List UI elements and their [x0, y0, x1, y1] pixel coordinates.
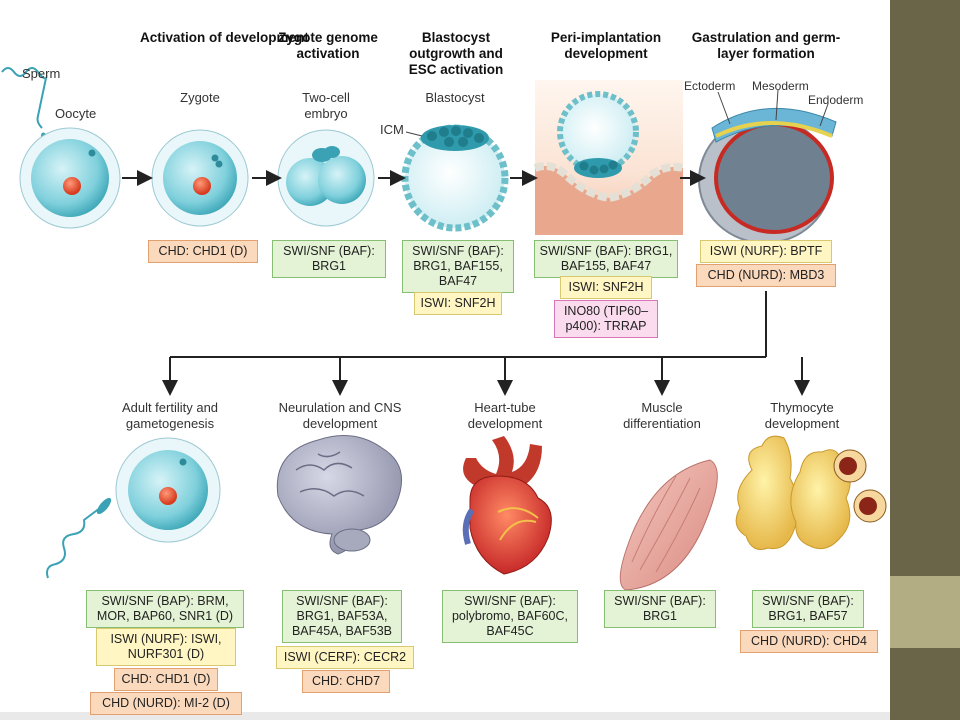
slide-bottom-strip: [0, 712, 890, 720]
branch-title-thymocyte: Thymocyte development: [764, 400, 840, 431]
box-thymocyte-swi: SWI/SNF (BAF): BRG1, BAF57: [752, 590, 864, 628]
box-muscle-swi: SWI/SNF (BAF): BRG1: [604, 590, 716, 628]
box-zygote-chd: CHD: CHD1 (D): [148, 240, 258, 263]
box-peri-swi: SWI/SNF (BAF): BRG1, BAF155, BAF47: [534, 240, 678, 278]
zygote-label: Zygote: [180, 90, 220, 105]
stage-title-zga: Zygote genome activation: [278, 30, 378, 61]
box-neurulation-chd: CHD: CHD7: [302, 670, 390, 693]
branch-title-neurulation: Neurulation and CNS development: [278, 400, 402, 431]
sperm-label: Sperm: [22, 66, 61, 81]
box-blastocyst-iswi: ISWI: SNF2H: [414, 292, 502, 315]
diagram-drawing: [1, 67, 887, 591]
box-two-cell-swi: SWI/SNF (BAF): BRG1: [272, 240, 386, 278]
brain-icon: [276, 435, 403, 555]
box-blastocyst-swi: SWI/SNF (BAF): BRG1, BAF155, BAF47: [402, 240, 514, 293]
branch-title-muscle: Muscle differentiation: [623, 400, 701, 431]
box-fertility-iswi: ISWI (NURF): ISWI, NURF301 (D): [96, 628, 236, 666]
box-gastrulation-chd: CHD (NURD): MBD3: [696, 264, 836, 287]
diagram-canvas: Activation of development Zygote genome …: [1, 30, 887, 715]
blastocyst-label: Blastocyst: [425, 90, 485, 105]
box-fertility-nurd: CHD (NURD): MI-2 (D): [90, 692, 242, 715]
zygote-icon: [151, 129, 249, 227]
endoderm-label: Endoderm: [808, 93, 864, 107]
icm-label: ICM: [380, 122, 404, 137]
gastrulation-embryo-icon: [698, 89, 837, 244]
mesoderm-label: Mesoderm: [752, 79, 809, 93]
muscle-icon: [619, 459, 718, 591]
box-gastrulation-iswi: ISWI (NURF): BPTF: [700, 240, 832, 263]
box-peri-iswi: ISWI: SNF2H: [560, 276, 652, 299]
stage-title-blastocyst: Blastocyst outgrowth and ESC activation: [408, 30, 504, 77]
blastocyst-icon: [401, 124, 509, 232]
two-cell-embryo-icon: [277, 129, 375, 227]
branch-title-fertility: Adult fertility and gametogenesis: [121, 400, 219, 431]
box-heart-swi: SWI/SNF (BAF): polybromo, BAF60C, BAF45C: [442, 590, 578, 643]
stage-title-activation: Activation of development: [140, 30, 309, 45]
box-fertility-swi: SWI/SNF (BAP): BRM, MOR, BAP60, SNR1 (D): [86, 590, 244, 628]
oocyte-label: Oocyte: [55, 106, 97, 121]
box-fertility-chd: CHD: CHD1 (D): [114, 668, 218, 691]
box-thymocyte-chd: CHD (NURD): CHD4: [740, 630, 878, 653]
thymus-icon: [735, 435, 887, 550]
stage-title-peri: Peri-implantation development: [550, 30, 662, 61]
branch-title-heart: Heart-tube development: [467, 400, 543, 431]
stage-title-gastrulation: Gastrulation and germ-layer formation: [691, 30, 841, 61]
branch-connectors: [162, 291, 810, 396]
peri-implantation-icon: [533, 80, 684, 235]
two-cell-label: Two-cell embryo: [302, 90, 350, 121]
box-peri-ino80: INO80 (TIP60–p400): TRRAP: [554, 300, 658, 338]
adult-oocyte-icon: [46, 437, 221, 579]
slide-sidebar-accent: [890, 576, 960, 648]
oocyte-icon: [19, 127, 121, 229]
heart-icon: [462, 436, 552, 575]
box-neurulation-swi: SWI/SNF (BAF): BRG1, BAF53A, BAF45A, BAF…: [282, 590, 402, 643]
box-neurulation-iswi: ISWI (CERF): CECR2: [276, 646, 414, 669]
ectoderm-label: Ectoderm: [684, 79, 736, 93]
